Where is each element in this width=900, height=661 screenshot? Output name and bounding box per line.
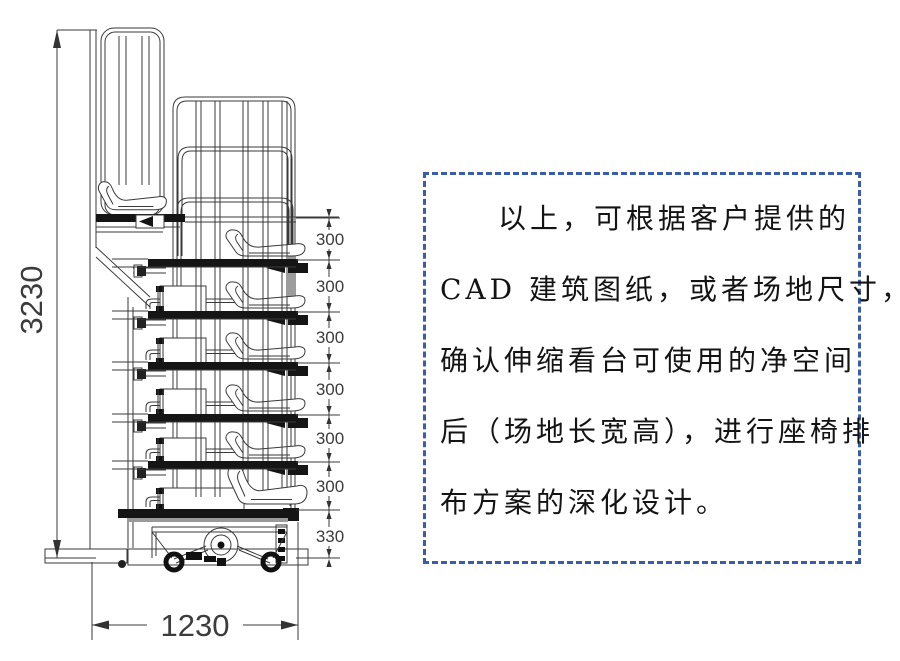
row-rise-label: 300 (316, 230, 344, 249)
note-line: 布方案的深化设计。 (440, 486, 729, 519)
guardrail-bars (196, 101, 287, 497)
tier-supports (133, 265, 244, 512)
row-rise-label: 300 (316, 429, 344, 448)
note-line: 后（场地长宽高），进行座椅排 (440, 415, 875, 448)
base-height-label: 330 (316, 527, 344, 546)
row-rise-label: 300 (316, 380, 344, 399)
note-line: 以上，可根据客户提供的 (498, 202, 851, 235)
row-rise-label: 300 (316, 328, 344, 347)
total-height-label: 3230 (14, 266, 49, 335)
dimension-base-width: 1230 (92, 522, 298, 643)
note-line: CAD 建筑图纸，或者场地尺寸， (440, 273, 900, 306)
note-box: 以上，可根据客户提供的 CAD 建筑图纸，或者场地尺寸， 确认伸缩看台可使用的净… (423, 172, 900, 564)
row-rise-label: 300 (316, 477, 344, 496)
base-chassis (152, 525, 287, 570)
row-rise-label: 300 (316, 277, 344, 296)
base-width-label: 1230 (161, 608, 230, 643)
dimension-total-height: 3230 (14, 30, 97, 558)
dimension-row-chain: 300 300 300 300 300 300 330 (296, 208, 347, 568)
tier-platforms (96, 214, 308, 522)
note-line: 确认伸缩看台可使用的净空间 (440, 344, 857, 377)
guardrail-stack (145, 97, 295, 508)
